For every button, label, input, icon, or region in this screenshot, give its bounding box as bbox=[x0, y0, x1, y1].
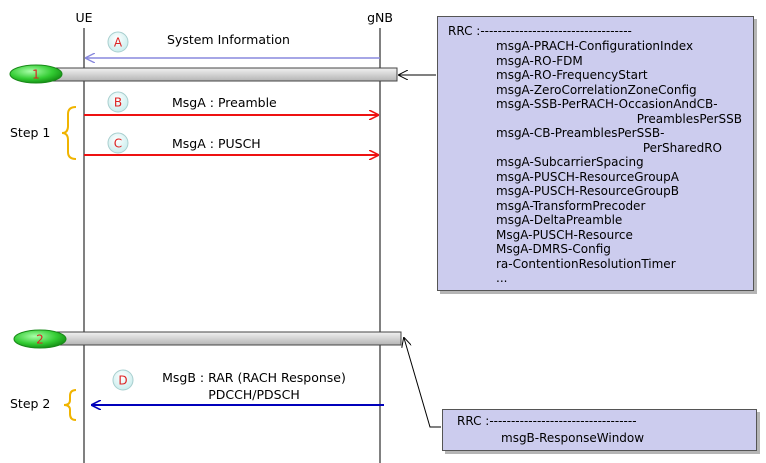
phase-1-oval bbox=[9, 64, 63, 84]
phase-1-bar bbox=[43, 67, 398, 82]
rrc-param: msgA-RO-FDM bbox=[496, 53, 583, 68]
gnb-label: gNB bbox=[367, 10, 393, 25]
rrc-param: msgA-SubcarrierSpacing bbox=[496, 155, 644, 169]
rrc-2-connector-arrow bbox=[404, 338, 441, 428]
rrc-param: msgA-CB-PreamblesPerSSB- bbox=[496, 126, 665, 140]
rrc-config-box-1: RRC :-----------------------------------… bbox=[437, 16, 754, 291]
rrc-param: msgB-ResponseWindow bbox=[501, 431, 645, 445]
system-information-label: System Information bbox=[167, 32, 290, 47]
svg-text:A: A bbox=[114, 36, 123, 50]
ue-label: UE bbox=[75, 10, 93, 25]
rrc-box-2-header: RRC :---------------------------------- bbox=[457, 414, 637, 428]
rrc-param: MsgA-PUSCH-Resource bbox=[496, 227, 633, 242]
step-1-bracket bbox=[61, 106, 77, 160]
rrc-config-box-2: RRC :---------------------------------- … bbox=[442, 409, 757, 451]
rrc-param: msgA-PRACH-ConfigurationIndex bbox=[496, 39, 694, 53]
rrc-param-continuation: PreamblesPerSSB bbox=[636, 111, 742, 126]
badge-b: B bbox=[107, 91, 129, 113]
msgb-channel-label: PDCCH/PDSCH bbox=[208, 387, 300, 402]
rrc-param: msgA-ZeroCorrelationZoneConfig bbox=[496, 82, 697, 97]
badge-d: D bbox=[112, 369, 134, 391]
phase-1-number: 1 bbox=[32, 68, 40, 82]
msga-pusch-label: MsgA : PUSCH bbox=[172, 136, 261, 151]
rrc-param-continuation: PerSharedRO bbox=[642, 140, 722, 155]
svg-text:B: B bbox=[114, 96, 122, 110]
rrc-param: msgA-PUSCH-ResourceGroupB bbox=[496, 184, 679, 198]
rrc-param: ra-ContentionResolutionTimer bbox=[496, 256, 676, 271]
rrc-param: MsgA-DMRS-Config bbox=[496, 242, 611, 256]
step-1-label: Step 1 bbox=[10, 125, 51, 140]
rrc-box-1-items: msgA-PRACH-ConfigurationIndex msgA-RO-FD… bbox=[496, 39, 742, 286]
badge-a: A bbox=[107, 31, 129, 53]
rrc-param: msgA-TransformPrecoder bbox=[496, 198, 646, 213]
msgb-rar-label: MsgB : RAR (RACH Response) bbox=[162, 370, 346, 385]
rrc-param: msgA-RO-FrequencyStart bbox=[496, 68, 648, 82]
rrc-param: msgA-PUSCH-ResourceGroupA bbox=[496, 169, 679, 184]
msga-preamble-label: MsgA : Preamble bbox=[172, 95, 277, 110]
rrc-box-2-items: msgB-ResponseWindow bbox=[501, 431, 741, 446]
rrc-param: msgA-DeltaPreamble bbox=[496, 213, 623, 227]
badge-c: C bbox=[107, 132, 129, 154]
rrc-box-1-header: RRC :----------------------------------- bbox=[448, 24, 632, 38]
phase-2-bar bbox=[45, 331, 402, 346]
rrc-param: msgA-SSB-PerRACH-OccasionAndCB- bbox=[496, 97, 718, 111]
svg-text:D: D bbox=[118, 374, 127, 388]
phase-2-number: 2 bbox=[36, 333, 44, 347]
step-2-bracket bbox=[63, 389, 77, 421]
svg-text:C: C bbox=[114, 137, 122, 151]
rrc-param: ... bbox=[496, 271, 508, 285]
step-2-label: Step 2 bbox=[10, 396, 51, 411]
phase-2-oval bbox=[13, 329, 67, 349]
